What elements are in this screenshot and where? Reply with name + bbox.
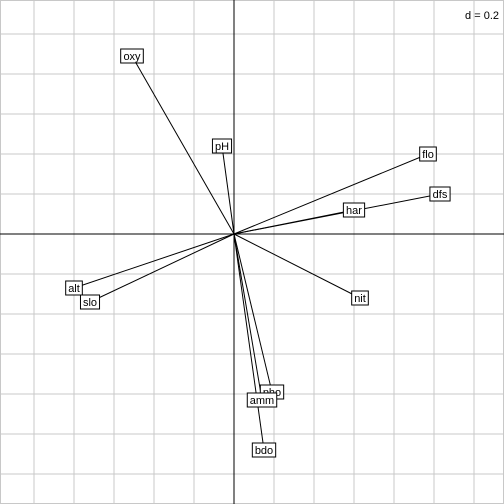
arrow-pH (221, 145, 235, 235)
label-bdo: bdo (251, 442, 277, 458)
label-box-alt (65, 280, 83, 296)
label-box-nit (351, 290, 369, 306)
label-har: har (342, 202, 366, 218)
arrow-flo (233, 153, 429, 235)
label-box-har (342, 202, 366, 218)
arrow-alt (73, 233, 235, 289)
label-text-har: har (346, 205, 362, 217)
label-box-dfs (429, 186, 451, 202)
label-box-amm (246, 392, 278, 408)
arrow-slo (89, 233, 235, 303)
variable-arrows (72, 54, 442, 452)
arrow-oxy (131, 55, 235, 235)
label-text-nit: nit (354, 293, 366, 305)
label-dfs: dfs (429, 186, 451, 202)
label-text-amm: amm (250, 395, 274, 407)
label-pH: pH (211, 138, 233, 154)
label-nit: nit (351, 290, 369, 306)
label-flo: flo (419, 146, 437, 162)
label-oxy: oxy (120, 48, 144, 64)
arrow-har (233, 209, 355, 235)
label-box-oxy (120, 48, 144, 64)
label-text-slo: slo (83, 297, 97, 309)
label-text-dfs: dfs (433, 189, 448, 201)
label-alt: alt (65, 280, 83, 296)
label-box-slo (79, 294, 101, 310)
label-amm: amm (246, 392, 278, 408)
label-text-alt: alt (68, 283, 80, 295)
arrow-pho (233, 233, 273, 393)
label-text-bdo: bdo (255, 445, 273, 457)
label-text-flo: flo (422, 149, 434, 161)
label-slo: slo (79, 294, 101, 310)
arrow-bdo (233, 233, 265, 451)
label-text-oxy: oxy (123, 51, 141, 63)
label-box-bdo (251, 442, 277, 458)
grid-scale-label: d = 0.2 (465, 10, 499, 22)
label-box-flo (419, 146, 437, 162)
variable-labels: oxypHflodfsharaltslonitphoammbdo (65, 48, 451, 458)
grid-scale-legend: d = 0.2 (465, 10, 499, 22)
arrow-amm (233, 233, 263, 401)
label-box-pH (211, 138, 233, 154)
arrow-nit (233, 233, 361, 299)
label-text-pH: pH (215, 141, 229, 153)
